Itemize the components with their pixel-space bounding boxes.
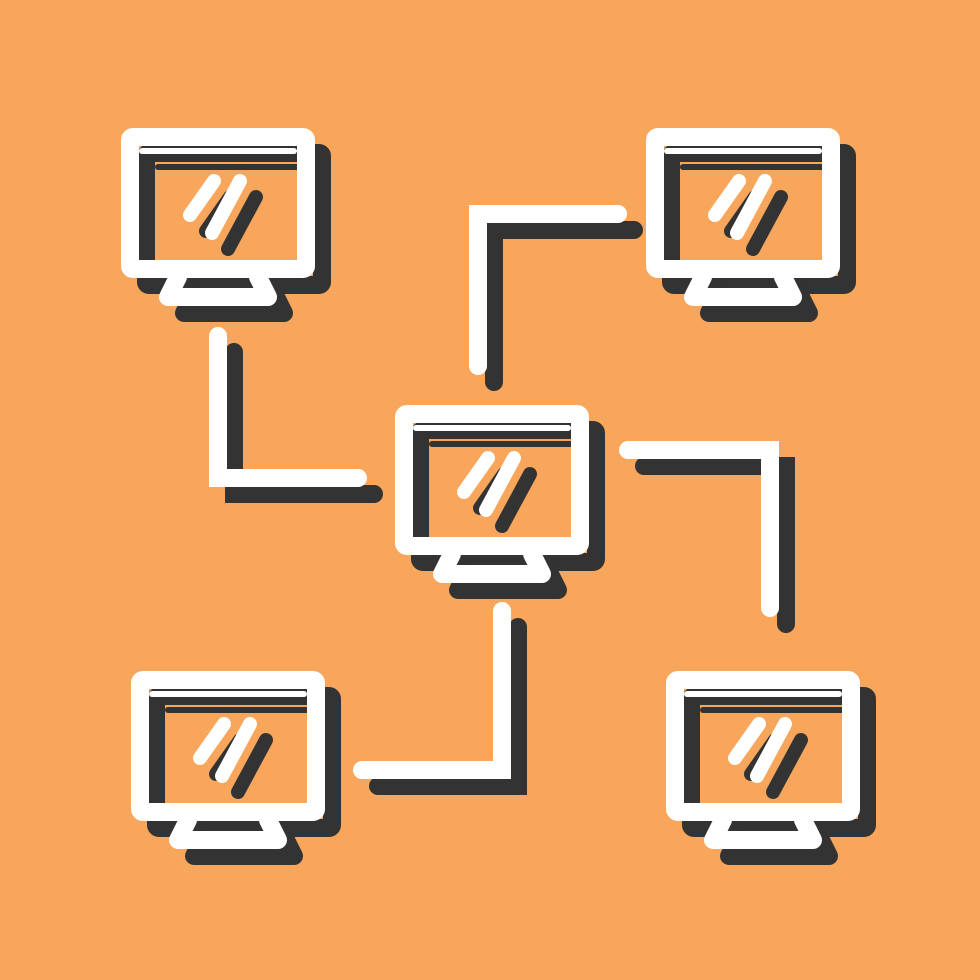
- monitor-icon: [666, 671, 860, 849]
- connector-shadow: [485, 221, 643, 391]
- connector-line: [619, 441, 779, 617]
- connector-shadow: [369, 618, 527, 795]
- monitor-icon: [121, 128, 315, 306]
- monitor-icon: [131, 671, 325, 849]
- monitor-icon: [395, 405, 589, 583]
- connector-line: [209, 327, 367, 487]
- connector-line: [353, 602, 511, 779]
- connector-shadow: [225, 343, 383, 503]
- monitor-icon: [646, 128, 840, 306]
- connector-shadow: [635, 457, 795, 633]
- connector-line: [469, 205, 627, 375]
- stroke-layer: [121, 128, 860, 849]
